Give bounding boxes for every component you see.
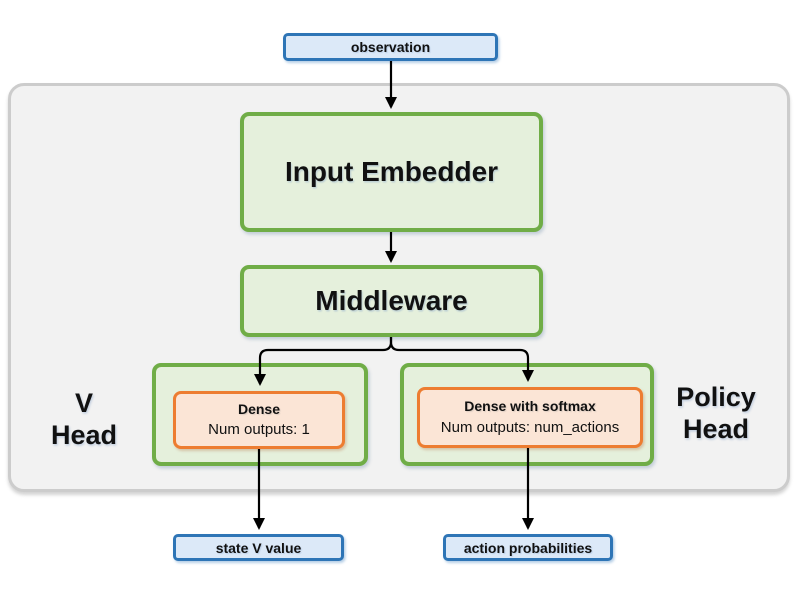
policy-head-label: Policy Head xyxy=(666,381,766,445)
node-input-embedder-label: Input Embedder xyxy=(284,156,499,187)
node-observation: observation xyxy=(283,33,498,61)
node-input-embedder: Input Embedder xyxy=(240,112,543,232)
policy-head-label-line1: Policy xyxy=(676,382,756,412)
v-head-label-line1: V xyxy=(74,388,93,418)
v-head-label-line2: Head xyxy=(50,420,118,450)
policy-head-label-line2: Head xyxy=(682,414,750,444)
node-action-probabilities-label: action probabilities xyxy=(463,539,593,556)
node-action-probabilities: action probabilities xyxy=(443,534,613,561)
node-dense-title: Dense xyxy=(237,400,281,417)
v-head-label: V Head xyxy=(34,387,134,451)
node-dense: Dense Num outputs: 1 xyxy=(173,391,345,449)
node-dense-softmax-title: Dense with softmax xyxy=(464,398,596,415)
node-dense-subtitle: Num outputs: 1 xyxy=(208,421,310,439)
node-dense-softmax-subtitle: Num outputs: num_actions xyxy=(440,418,620,436)
node-middleware-label: Middleware xyxy=(315,285,468,316)
node-observation-label: observation xyxy=(350,39,431,55)
node-dense-softmax: Dense with softmax Num outputs: num_acti… xyxy=(417,387,643,448)
node-state-v-value: state V value xyxy=(173,534,344,561)
node-middleware: Middleware xyxy=(240,265,543,337)
node-state-v-value-label: state V value xyxy=(215,539,302,556)
